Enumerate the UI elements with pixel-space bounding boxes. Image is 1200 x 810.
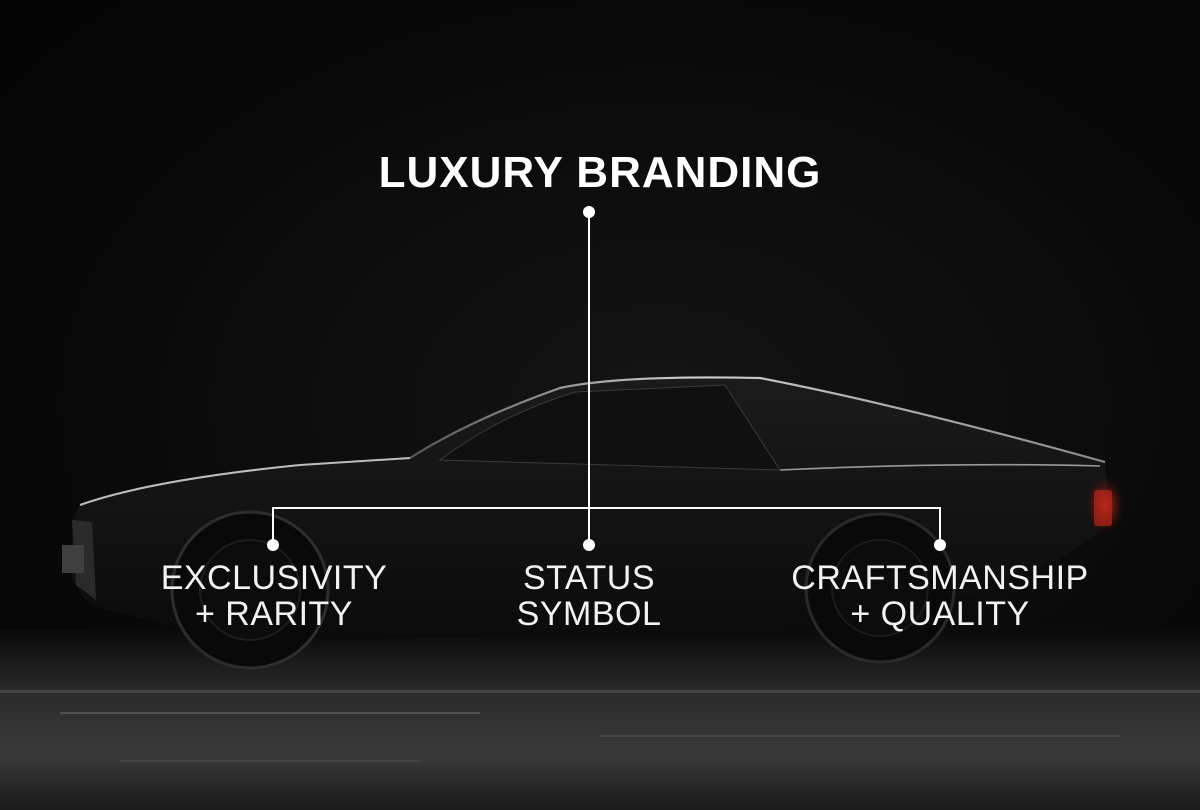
node-status-symbol: STATUS SYMBOL bbox=[419, 560, 759, 632]
node-label-line2: + RARITY bbox=[195, 595, 353, 633]
branch-line bbox=[272, 507, 941, 545]
node-label-line2: SYMBOL bbox=[516, 595, 662, 633]
title-connector-dot bbox=[583, 206, 595, 218]
node-craftsmanship-quality: CRAFTSMANSHIP + QUALITY bbox=[770, 560, 1110, 632]
node-label-line1: CRAFTSMANSHIP bbox=[791, 559, 1089, 597]
node-label-line1: EXCLUSIVITY bbox=[160, 559, 388, 597]
node-exclusivity-rarity: EXCLUSIVITY + RARITY bbox=[104, 560, 444, 632]
ground-reflections bbox=[0, 690, 1200, 762]
diagram-title: LUXURY BRANDING bbox=[378, 148, 822, 197]
wet-ground bbox=[0, 630, 1200, 810]
node-left-dot bbox=[267, 539, 279, 551]
car-silhouette bbox=[62, 376, 1125, 670]
node-mid-dot bbox=[583, 539, 595, 551]
node-right-dot bbox=[934, 539, 946, 551]
connectors bbox=[272, 212, 941, 545]
node-label-line1: STATUS bbox=[522, 559, 656, 597]
node-label-line2: + QUALITY bbox=[850, 595, 1030, 633]
